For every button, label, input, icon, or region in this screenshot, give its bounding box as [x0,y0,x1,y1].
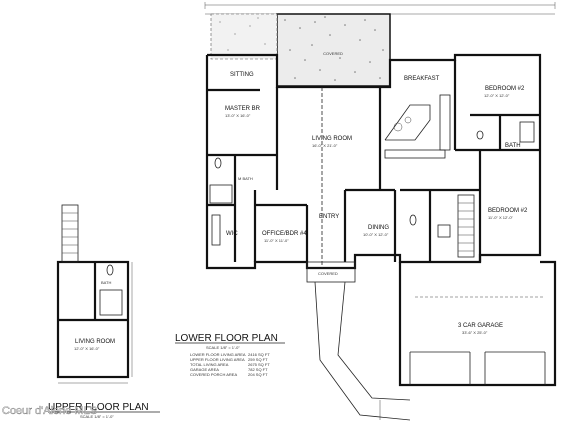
lower-floor-title: LOWER FLOOR PLAN [175,333,278,344]
mls-watermark: Coeur d'Alene MLS [2,405,97,417]
kitchen-counters [384,94,451,159]
area-row-value: 2675 SQ FT [248,362,270,367]
bedroom2-mid-label: BEDROOM #2 [488,208,528,214]
dining-dim: 10'-0" X 12'-0" [363,232,389,237]
upper-bath-label: BATH [101,280,111,285]
upper-living-dim: 12'-0" X 16'-0" [74,346,100,351]
top-dimension-line [204,2,556,15]
master-br-label: MASTER BR [225,106,261,112]
m-bath-label: M BATH [238,176,253,181]
office-dim: 11'-0" X 11'-0" [264,238,289,243]
bedroom2-top-dim: 12'-0" X 12'-0" [484,93,510,98]
porch-texture [219,16,384,81]
wic-label: WIC [226,231,238,237]
area-row-value: 2416 SQ FT [248,352,270,357]
sitting-label: SITTING [230,72,254,78]
upper-living-label: LIVING ROOM [75,339,115,345]
covered-top-label: COVERED [323,51,343,56]
area-row-label: GARAGE AREA [190,367,219,372]
bedroom2-top-label: BEDROOM #2 [485,86,525,92]
lower-floor-walls [205,53,557,387]
lower-floor-scale: SCALE 1/8" = 1'-0" [206,345,240,350]
area-row-value: 259 SQ FT [248,357,268,362]
covered-porch-top: COVERED [210,13,391,87]
office-label: OFFICE/BDR #4 [262,231,307,237]
stairs-lower [457,194,475,258]
bedroom2-mid-dim: 11'-0" X 12'-0" [488,215,514,220]
breakfast-label: BREAKFAST [404,76,440,82]
area-row-label: LOWER FLOOR LIVING AREA [190,352,246,357]
entry-label: ENTRY [319,214,339,220]
upper-floor-title: UPPER FLOOR PLAN [48,402,149,413]
living-room-dim: 16'-0" X 21'-0" [312,143,338,148]
upper-floor-walls [56,204,133,384]
area-row-value: 204 SQ FT [248,372,268,377]
area-row-label: COVERED PORCH AREA [190,372,237,377]
garage-dim: 33'-6" X 25'-0" [462,330,488,335]
area-row-label: TOTAL LIVING AREA [190,362,229,367]
dining-label: DINING [368,225,389,231]
bath-right-label: BATH [505,143,521,149]
master-br-dim: 13'-0" X 16'-0" [225,113,251,118]
upper-floor-scale: SCALE 1/8" = 1'-0" [80,414,114,419]
bathroom-fixtures [209,121,535,246]
living-room-label: LIVING ROOM [312,136,352,142]
garage-label: 3 CAR GARAGE [458,323,503,329]
area-row-label: UPPER FLOOR LIVING AREA [190,357,245,362]
area-table: LOWER FLOOR LIVING AREA 2416 SQ FT UPPER… [190,352,270,377]
area-row-value: 782 SQ FT [248,367,268,372]
front-walkway [314,281,411,421]
covered-bottom-label: COVERED [318,271,338,276]
